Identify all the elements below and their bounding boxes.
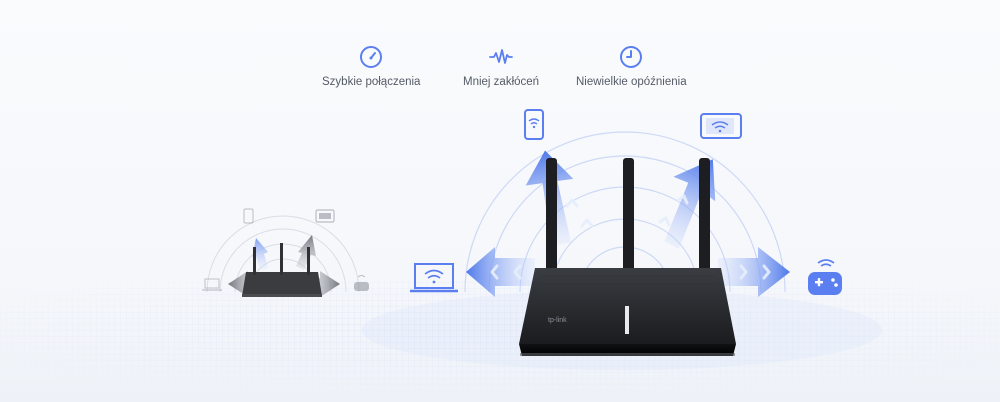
antenna-right <box>699 158 710 276</box>
floor-grid <box>0 280 1000 402</box>
phone-icon <box>243 208 254 224</box>
gamepad-icon <box>808 259 842 295</box>
led-strip <box>625 306 629 334</box>
feature-label: Szybkie połączenia <box>322 76 421 88</box>
small-router-scene <box>202 208 369 297</box>
laptop-icon <box>410 263 458 293</box>
antenna-left <box>546 158 557 276</box>
gamepad-icon <box>354 275 369 291</box>
feature-label: Niewielkie opóźnienia <box>576 76 687 88</box>
feature-label: Mniej zakłóceń <box>463 76 540 88</box>
arrow-up-grey <box>296 235 316 270</box>
waveform-icon <box>489 49 513 64</box>
antenna-center <box>623 158 634 276</box>
tablet-icon <box>315 209 335 223</box>
arrow-up-small-blue <box>252 238 268 270</box>
arrow-up-right <box>664 159 716 249</box>
arrow-right-grey <box>306 271 340 297</box>
main-router-scene: tp-link <box>410 109 842 356</box>
phone-icon <box>524 109 544 140</box>
arrow-right-big <box>718 247 790 297</box>
arrow-left-big <box>466 247 535 297</box>
speedometer-icon <box>360 46 383 68</box>
clock-icon <box>620 46 643 68</box>
router: tp-link <box>519 268 736 356</box>
feature-low-latency: Niewielkie opóźnienia <box>576 44 687 88</box>
feature-fast-connections: Szybkie połączenia <box>322 44 420 88</box>
router-brand-logo: tp-link <box>548 317 567 324</box>
laptop-icon <box>202 278 222 291</box>
tablet-icon <box>700 113 742 139</box>
feature-less-interference: Mniej zakłóceń <box>463 44 539 88</box>
